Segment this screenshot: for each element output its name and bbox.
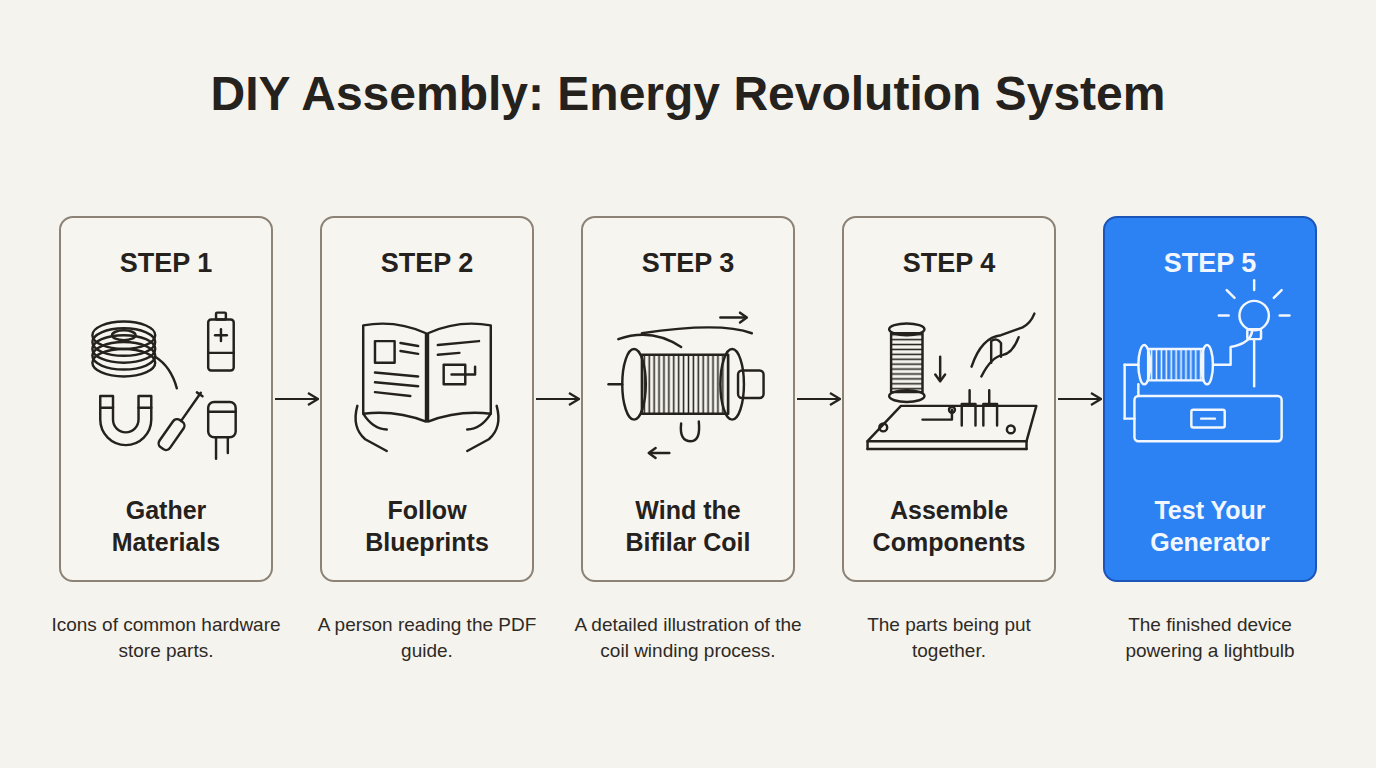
- step-box: STEP 2 Follow Blueprints: [320, 216, 534, 582]
- step-box: STEP 1 Gather Materials: [59, 216, 273, 582]
- step-caption: Icons of common hardware store parts.: [48, 612, 284, 664]
- flow-arrow: [797, 398, 840, 400]
- step-number: STEP 5: [1164, 246, 1257, 280]
- step-box: STEP 3 Wind the Bifilar Coil: [581, 216, 795, 582]
- step-number: STEP 1: [120, 246, 213, 280]
- diagram-title: DIY Assembly: Energy Revolution System: [0, 66, 1376, 121]
- step-title: Wind the Bifilar Coil: [601, 494, 776, 558]
- step-title: Test Your Generator: [1123, 494, 1298, 558]
- step-caption: The finished device powering a lightbulb: [1092, 612, 1328, 664]
- flow-arrow: [275, 398, 318, 400]
- step-number: STEP 2: [381, 246, 474, 280]
- flow-arrow: [536, 398, 579, 400]
- step-caption: A detailed illustration of the coil wind…: [570, 612, 806, 664]
- step-box: STEP 5 Test Your Generator: [1103, 216, 1317, 582]
- step-title: Assemble Components: [862, 494, 1037, 558]
- step-title: Follow Blueprints: [340, 494, 515, 558]
- step-caption: The parts being put together.: [831, 612, 1067, 664]
- flow-arrow: [1058, 398, 1101, 400]
- step-number: STEP 3: [642, 246, 735, 280]
- step-number: STEP 4: [903, 246, 996, 280]
- step-caption: A person reading the PDF guide.: [309, 612, 545, 664]
- step-box: STEP 4 Assemble Components: [842, 216, 1056, 582]
- step-title: Gather Materials: [79, 494, 254, 558]
